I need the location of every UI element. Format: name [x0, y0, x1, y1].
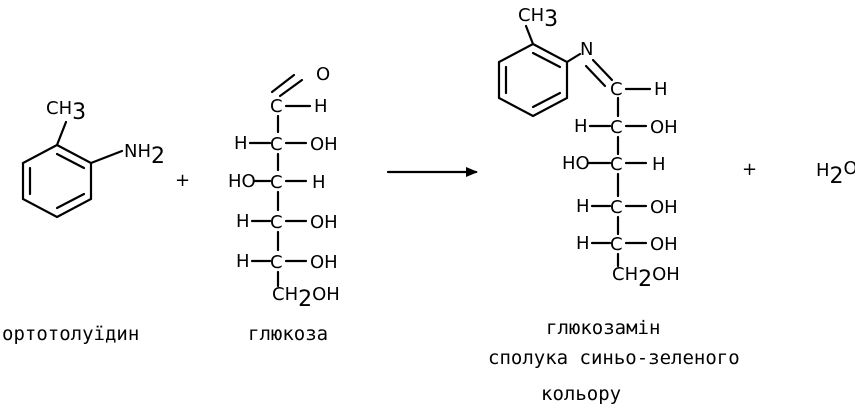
- product-nitrogen: N: [580, 39, 593, 60]
- glucose-structure: O C H H C OH HO C H H C OH H C OH CH2OH: [228, 64, 340, 312]
- amine-bond: [89, 149, 124, 165]
- product-methyl-bond: [524, 24, 535, 46]
- methyl-bond: [55, 120, 68, 147]
- glucose-caption: глюкоза: [248, 323, 328, 345]
- glucose-c3-left: HO: [228, 171, 256, 192]
- imine-bond-2: [584, 64, 607, 88]
- product-c3: C: [610, 154, 623, 175]
- aldehyde-bond-2: [278, 78, 304, 98]
- glucose-c6: CH2OH: [272, 284, 340, 312]
- glucose-c1: C: [270, 96, 283, 117]
- glucose-c3-right: H: [312, 172, 326, 193]
- glucose-c2: C: [270, 134, 283, 155]
- product-c2-right: OH: [650, 117, 678, 138]
- aldehyde-bond-1: [270, 73, 296, 94]
- glucose-c4-right: OH: [310, 212, 338, 233]
- glucose-c4: C: [270, 212, 283, 233]
- glucose-c2-right: OH: [310, 134, 338, 155]
- water-formula: H2O: [816, 158, 855, 189]
- glucosamine-caption: глюкозамін: [546, 317, 660, 339]
- product-description-line1: сполука синьо-зеленого: [488, 347, 740, 369]
- product-benzene-ring: [497, 42, 569, 118]
- product-c1-h: H: [654, 79, 668, 100]
- glucose-c2-left: H: [234, 133, 248, 154]
- amine-label: NH2: [124, 141, 165, 169]
- imine-bond-1: [591, 58, 614, 82]
- product-c1: C: [610, 79, 623, 100]
- product-c3-left: HO: [562, 153, 590, 174]
- product-c5-left: H: [576, 233, 590, 254]
- product-methyl-label: CH3: [518, 5, 558, 32]
- methyl-label: CH3: [46, 98, 86, 125]
- product-c5: C: [610, 234, 623, 255]
- product-c5-right: OH: [650, 234, 678, 255]
- n-ring-bond: [565, 52, 582, 64]
- aldehyde-oxygen: O: [316, 64, 330, 85]
- ring-double-bond: [55, 152, 86, 170]
- product-c4: C: [610, 197, 623, 218]
- plus-sign-1: +: [175, 170, 190, 191]
- glucose-c5-right: OH: [310, 252, 338, 273]
- product-c6: CH2OH: [612, 264, 680, 292]
- product-c4-left: H: [576, 196, 590, 217]
- o-toluidine-structure: CH3 NH2: [21, 98, 165, 219]
- product-description-line2: кольору: [541, 383, 621, 405]
- product-c3-right: H: [652, 154, 666, 175]
- product-c2-left: H: [574, 116, 588, 137]
- product-c2: C: [610, 117, 623, 138]
- glucosamine-structure: CH3 N C H H C OH HO C H H C OH H C OH CH…: [497, 5, 680, 292]
- glucose-c3: C: [270, 172, 283, 193]
- o-toluidine-caption: ортотолуїдин: [2, 323, 139, 345]
- ring-double-bond: [55, 192, 86, 210]
- ring-double-bond: [531, 51, 562, 69]
- product-c4-right: OH: [650, 197, 678, 218]
- plus-sign-2: +: [742, 159, 757, 180]
- glucose-c5-left: H: [236, 251, 250, 272]
- glucose-c1-h: H: [314, 96, 328, 117]
- ring-double-bond: [531, 91, 562, 109]
- benzene-ring: [21, 143, 93, 219]
- glucose-c5: C: [270, 252, 283, 273]
- glucose-c4-left: H: [236, 211, 250, 232]
